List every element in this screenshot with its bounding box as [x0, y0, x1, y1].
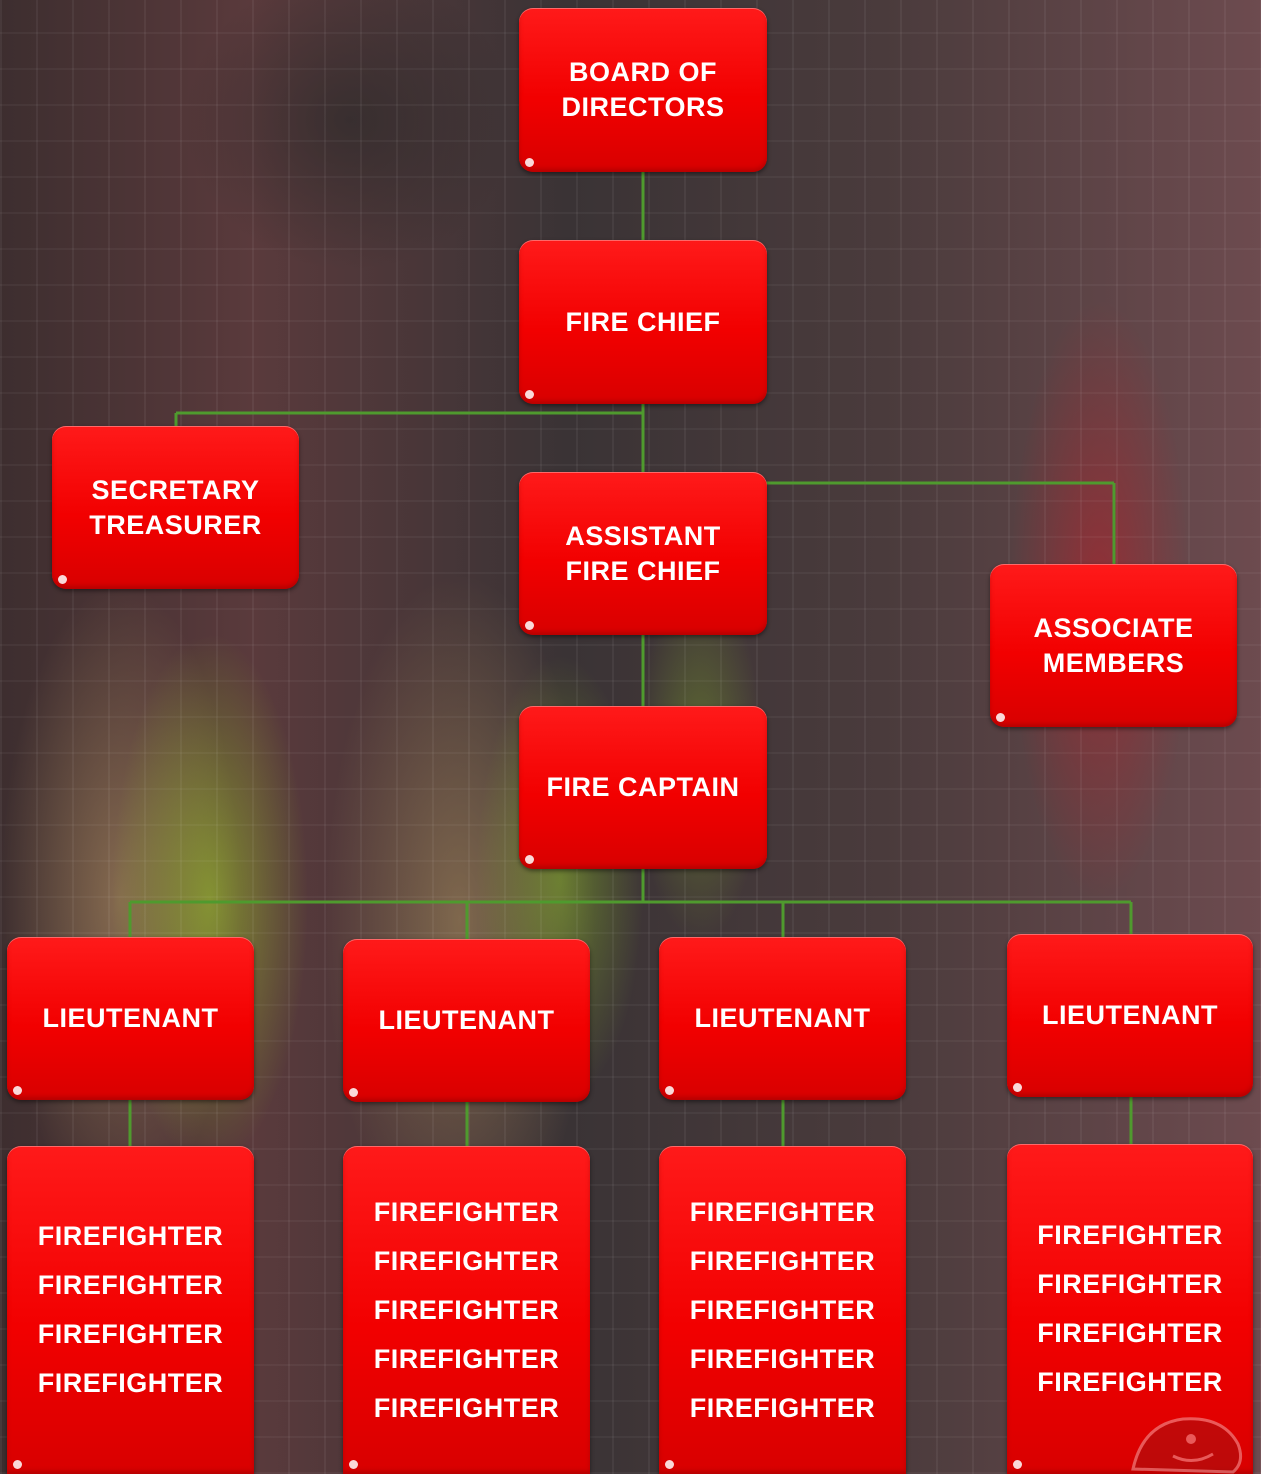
- fire-captain-box: FIRE CAPTAIN: [519, 706, 767, 869]
- firefighter-item: FIREFIGHTER: [37, 1221, 224, 1251]
- firefighter-crew-box-3: FIREFIGHTER FIREFIGHTER FIREFIGHTER FIRE…: [659, 1146, 906, 1474]
- lieutenant-box-4: LIEUTENANT: [1007, 934, 1253, 1097]
- firefighter-item: FIREFIGHTER: [1037, 1367, 1223, 1397]
- firefighter-item: FIREFIGHTER: [373, 1245, 560, 1276]
- lieutenant-label: LIEUTENANT: [694, 1003, 871, 1033]
- firefighter-item: FIREFIGHTER: [373, 1294, 560, 1325]
- firefighter-item: FIREFIGHTER: [373, 1392, 560, 1423]
- assistant-line1: ASSISTANT: [565, 520, 721, 551]
- lieutenant-label: LIEUTENANT: [42, 1003, 219, 1033]
- firefighter-item: FIREFIGHTER: [1037, 1318, 1223, 1348]
- firefighter-item: FIREFIGHTER: [37, 1368, 224, 1398]
- bulldog-mascot-icon: [1131, 1417, 1243, 1474]
- firefighter-crew-box-4: FIREFIGHTER FIREFIGHTER FIREFIGHTER FIRE…: [1007, 1144, 1253, 1474]
- secretary-line2: TREASURER: [89, 509, 262, 540]
- firefighter-item: FIREFIGHTER: [1037, 1220, 1223, 1250]
- lieutenant-box-3: LIEUTENANT: [659, 937, 906, 1100]
- firefighter-item: FIREFIGHTER: [689, 1196, 876, 1227]
- assistant-fire-chief-box: ASSISTANT FIRE CHIEF: [519, 472, 767, 635]
- board-line1: BOARD OF: [569, 57, 717, 87]
- firefighter-item: FIREFIGHTER: [689, 1392, 876, 1423]
- firefighter-item: FIREFIGHTER: [689, 1245, 876, 1276]
- associate-line2: MEMBERS: [1042, 647, 1185, 678]
- secretary-line1: SECRETARY: [91, 474, 260, 505]
- board-line2: DIRECTORS: [561, 92, 725, 122]
- firefighter-item: FIREFIGHTER: [689, 1343, 876, 1374]
- lieutenant-label: LIEUTENANT: [378, 1005, 555, 1035]
- firefighter-crew-box-1: FIREFIGHTER FIREFIGHTER FIREFIGHTER FIRE…: [7, 1146, 254, 1474]
- firefighter-item: FIREFIGHTER: [373, 1196, 560, 1227]
- lieutenant-label: LIEUTENANT: [1042, 1000, 1218, 1030]
- board-of-directors-box: BOARD OF DIRECTORS: [519, 8, 767, 172]
- firefighter-item: FIREFIGHTER: [1037, 1269, 1223, 1299]
- assistant-line2: FIRE CHIEF: [565, 555, 721, 586]
- firefighter-crew-box-2: FIREFIGHTER FIREFIGHTER FIREFIGHTER FIRE…: [343, 1146, 590, 1474]
- firefighter-item: FIREFIGHTER: [373, 1343, 560, 1374]
- associate-members-box: ASSOCIATE MEMBERS: [990, 564, 1237, 727]
- firefighter-item: FIREFIGHTER: [689, 1294, 876, 1325]
- fire-captain-label: FIRE CAPTAIN: [546, 772, 740, 802]
- firefighter-item: FIREFIGHTER: [37, 1270, 224, 1300]
- secretary-treasurer-box: SECRETARY TREASURER: [52, 426, 299, 589]
- firefighter-item: FIREFIGHTER: [37, 1319, 224, 1349]
- associate-line1: ASSOCIATE: [1033, 612, 1194, 643]
- fire-chief-label: FIRE CHIEF: [565, 306, 721, 337]
- lieutenant-box-2: LIEUTENANT: [343, 939, 590, 1102]
- lieutenant-box-1: LIEUTENANT: [7, 937, 254, 1100]
- fire-chief-box: FIRE CHIEF: [519, 240, 767, 404]
